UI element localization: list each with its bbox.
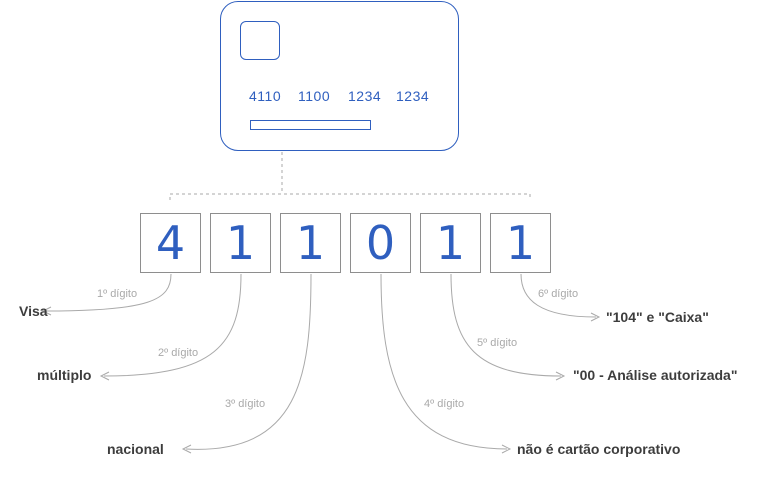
digit-3-arrowhead — [181, 444, 192, 454]
card-number-group-1: 4110 — [249, 88, 282, 104]
digit-3-connector — [185, 273, 312, 450]
digit-5-connector — [450, 273, 562, 377]
digit-6-connector — [520, 273, 597, 318]
digit-box-1: 4 — [140, 213, 201, 273]
digit-label-4: 4º dígito — [424, 398, 465, 410]
card-number-group-2: 1100 — [298, 88, 331, 104]
digit-2-arrowhead — [99, 371, 110, 381]
digit-label-5: 5º dígito — [477, 337, 518, 349]
digit-2-connector — [103, 273, 242, 377]
credit-card: 4110 1100 1234 1234 — [220, 1, 459, 151]
digit-1-connector — [45, 273, 172, 312]
meaning-digit-4: não é cartão corporativo — [517, 441, 681, 457]
digit-5-arrowhead — [555, 371, 566, 381]
card-number-group-4: 1234 — [396, 88, 430, 104]
card-chip-icon — [240, 21, 280, 60]
digit-box-3: 1 — [280, 213, 341, 273]
digit-label-6: 6º dígito — [538, 288, 579, 300]
digit-label-3: 3º dígito — [225, 398, 266, 410]
digit-box-5: 1 — [420, 213, 481, 273]
digit-4-connector — [380, 273, 508, 450]
meaning-digit-1: Visa — [19, 303, 48, 319]
digit-6-arrowhead — [590, 312, 601, 322]
meaning-digit-6: "104" e "Caixa" — [606, 309, 709, 325]
card-number-group-3: 1234 — [348, 88, 382, 104]
digit-4-arrowhead — [501, 444, 512, 454]
digit-label-2: 2º dígito — [158, 347, 199, 359]
digit-box-4: 0 — [350, 213, 411, 273]
meaning-digit-3: nacional — [107, 441, 164, 457]
meaning-digit-5: "00 - Análise autorizada" — [573, 367, 738, 383]
card-stripe — [250, 120, 371, 130]
digit-label-1: 1º dígito — [97, 288, 138, 300]
digit-1-arrowhead — [41, 306, 52, 316]
boxes-bracket — [169, 193, 531, 200]
meaning-digit-2: múltiplo — [37, 367, 92, 383]
digit-box-2: 1 — [210, 213, 271, 273]
digit-box-6: 1 — [490, 213, 551, 273]
